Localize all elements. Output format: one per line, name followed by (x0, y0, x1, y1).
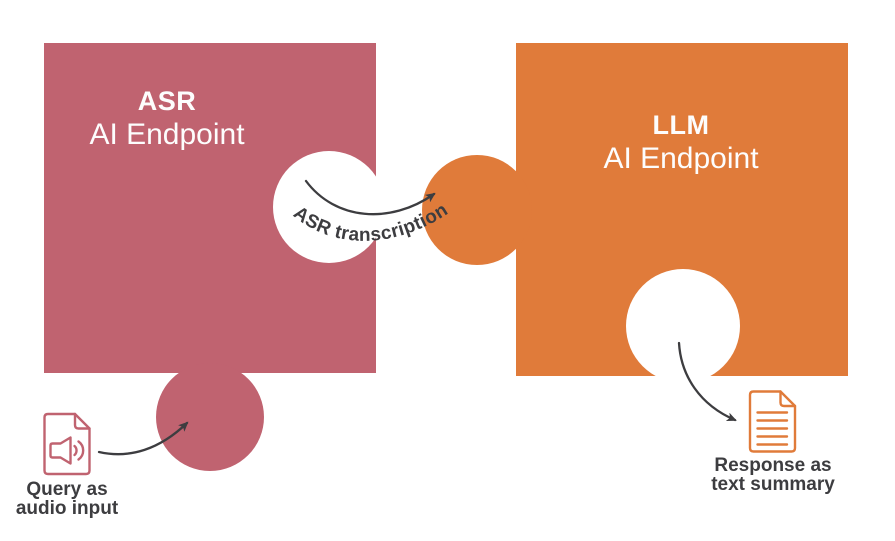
sound-wave-inner (73, 444, 78, 457)
asr-to-llm-arrow (304, 179, 436, 216)
text-document-icon (748, 390, 797, 453)
response-caption-line2: text summary (711, 474, 835, 495)
audio-file-fold (73, 412, 91, 430)
llm-to-output-arrow (677, 341, 737, 422)
query-caption: Query as audio input (0, 480, 152, 518)
llm-piece-bottom-notch (626, 269, 740, 383)
document-fold (779, 390, 797, 408)
document-outline (748, 390, 797, 453)
sound-wave-outer (77, 440, 85, 461)
speaker-icon (49, 436, 72, 465)
input-to-asr-arrow (97, 421, 189, 456)
llm-puzzle-piece (422, 43, 848, 383)
response-caption: Response as text summary (688, 456, 858, 494)
audio-file-outline (43, 412, 91, 476)
response-caption-line1: Response as (714, 455, 832, 476)
audio-file-icon (43, 412, 91, 476)
query-caption-line1: Query as (26, 479, 108, 500)
asr-piece-right-notch (273, 151, 385, 263)
query-caption-line2: audio input (15, 498, 119, 519)
llm-piece-left-knob (422, 155, 532, 265)
asr-piece-bottom-knob (156, 363, 264, 471)
document-text-lines (756, 411, 789, 446)
asr-puzzle-piece (44, 43, 385, 471)
